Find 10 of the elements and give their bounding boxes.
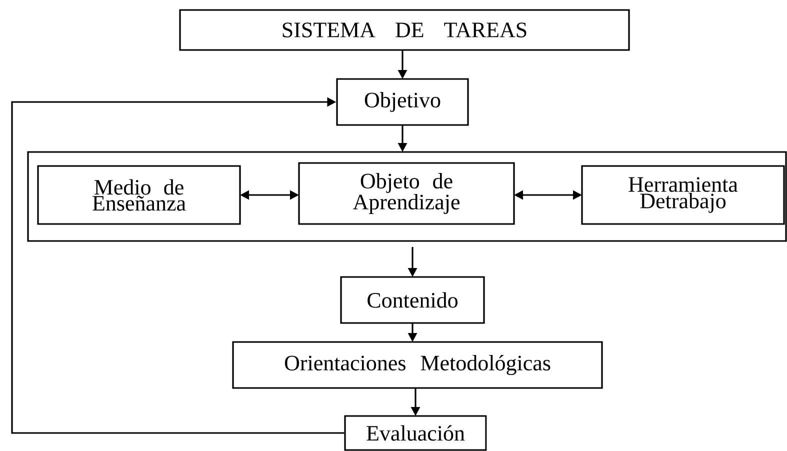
process-box: Evaluación [344,415,487,451]
process-box: Medio de Enseñanza [37,165,241,225]
process-box: Orientaciones Metodológicas [232,341,603,389]
process-box: Contenido [340,276,485,324]
group-frame [27,151,787,242]
process-box: Herramienta Detrabajo [581,165,785,225]
process-box: SISTEMA DE TAREAS [179,9,630,51]
process-box: Objeto de Aprendizaje [298,162,515,225]
process-box: Objetivo [336,78,469,126]
arrow [11,97,344,434]
